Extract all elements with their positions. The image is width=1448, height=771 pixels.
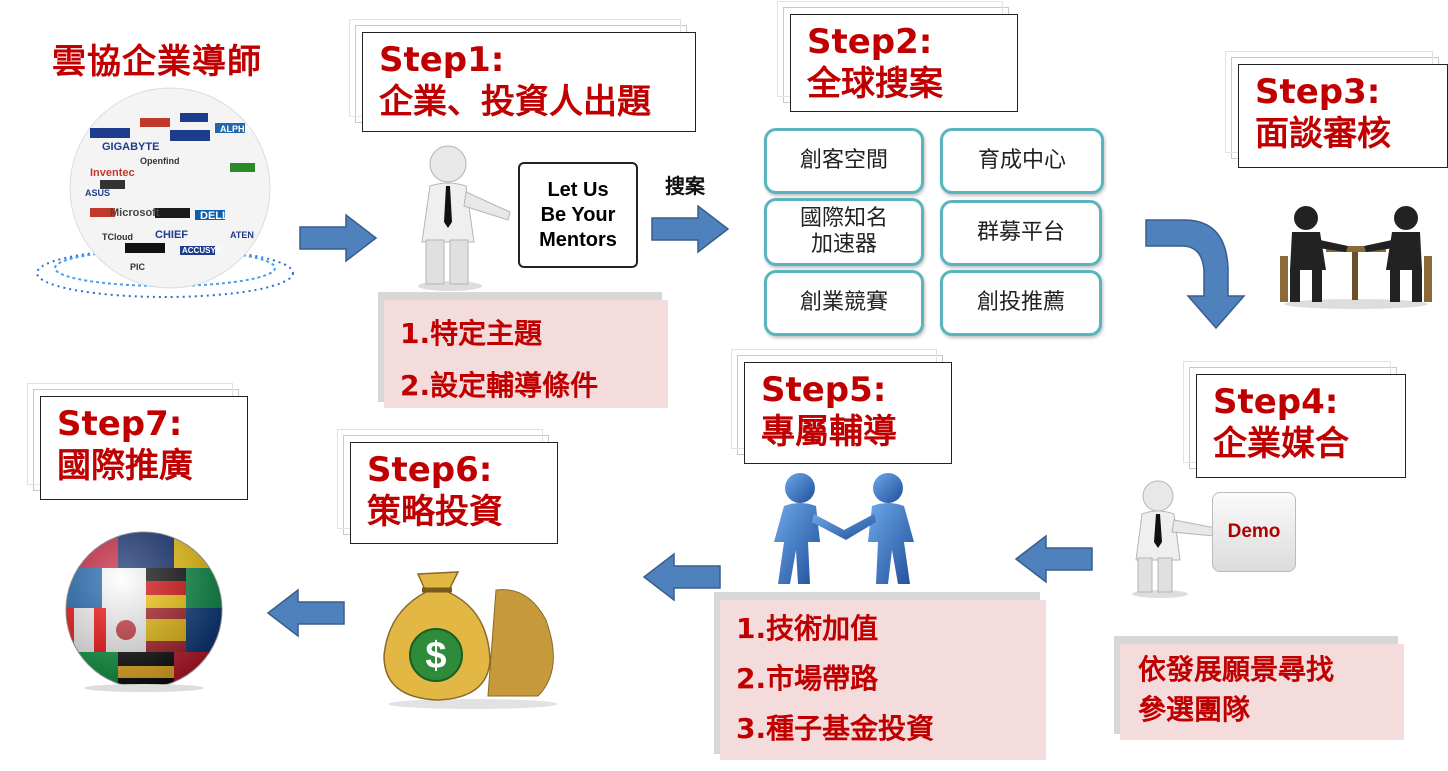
arrow-left-icon: [266, 588, 345, 638]
step4-note-line2: 參選團隊: [1138, 693, 1251, 726]
logo-alpha: ALPHA: [220, 124, 251, 134]
step4-note: 依發展願景尋找 參選團隊: [1120, 644, 1404, 740]
step5-item-2: 2.市場帶路: [736, 662, 879, 695]
source-crowdfunding: 群募平台: [940, 200, 1102, 266]
interview-table-icon: [1280, 206, 1432, 309]
logo-dell: DELL: [200, 210, 229, 222]
step2-box: Step2: 全球搜案: [777, 1, 1018, 112]
partner-logo-globe: GIGABYTE Inventec Microsoft DELL CHIEF A…: [30, 87, 300, 308]
logo-microsoft: Microsoft: [110, 207, 160, 219]
step7-label: Step7:: [57, 404, 183, 444]
step4-label: Step4:: [1213, 382, 1339, 422]
step1-box: Step1: 企業、投資人出題: [349, 19, 696, 132]
step7-title: 國際推廣: [57, 446, 193, 486]
step1-list: 1.特定主題 2.設定輔導條件: [384, 300, 668, 408]
arrow-curved-down-icon: [1145, 219, 1246, 330]
step1-item-1: 1.特定主題: [400, 317, 543, 350]
arrow-right-icon: [651, 204, 730, 254]
step5-item-3: 3.種子基金投資: [736, 712, 935, 745]
logo-asus: ASUS: [85, 188, 110, 198]
step5-title: 專屬輔導: [761, 412, 897, 452]
search-label: 搜案: [665, 174, 705, 198]
step1-title: 企業、投資人出題: [379, 82, 651, 122]
step4-box: Step4: 企業媒合: [1183, 361, 1406, 478]
step4-title: 企業媒合: [1213, 424, 1349, 464]
demo-presenter-icon: [1132, 480, 1217, 598]
logo-tcloud: TCloud: [102, 232, 133, 242]
step6-label: Step6:: [367, 450, 493, 490]
logo-pic: PIC: [130, 262, 146, 272]
step3-label: Step3:: [1255, 72, 1381, 112]
logo-chief: CHIEF: [155, 229, 188, 241]
step5-box: Step5: 專屬輔導: [731, 349, 952, 464]
demo-sign: Demo: [1212, 492, 1296, 572]
source-incubator: 育成中心: [940, 128, 1104, 194]
logo-gigabyte: GIGABYTE: [102, 141, 159, 153]
step4-note-line1: 依發展願景尋找: [1138, 653, 1335, 686]
step3-title: 面談審核: [1255, 114, 1391, 154]
dollar-sign: $: [425, 635, 446, 677]
source-competition: 創業競賽: [764, 270, 924, 336]
step2-label: Step2:: [807, 22, 933, 62]
handshake-figures-icon: [774, 473, 914, 584]
arrow-right-icon: [299, 213, 378, 263]
step3-box: Step3: 面談審核: [1225, 51, 1448, 168]
logo-inventec: Inventec: [90, 167, 135, 179]
step6-title: 策略投資: [367, 492, 503, 532]
mentors-sign-line2: Be Your: [540, 203, 616, 226]
step6-box: Step6: 策略投資: [337, 429, 558, 544]
source-vc-referral: 創投推薦: [940, 270, 1102, 336]
flag-globe-icon: [65, 531, 223, 692]
logo-accusys: ACCUSYS: [182, 246, 222, 255]
step5-list: 1.技術加值 2.市場帶路 3.種子基金投資: [720, 600, 1046, 760]
mentors-sign: Let Us Be Your Mentors: [518, 162, 638, 268]
arrow-left-icon: [1014, 534, 1093, 584]
step7-box: Step7: 國際推廣: [27, 383, 248, 500]
step2-title: 全球搜案: [807, 64, 943, 104]
step5-label: Step5:: [761, 370, 887, 410]
money-bag-icon: $: [383, 571, 558, 709]
logo-openfind: Openfind: [140, 156, 180, 166]
presenter-figure-icon: [418, 145, 511, 291]
mentors-sign-line1: Let Us: [547, 178, 609, 201]
arrow-left-icon: [642, 552, 721, 602]
source-accelerator-label: 國際知名 加速器: [799, 206, 888, 257]
step5-item-1: 1.技術加值: [736, 612, 879, 645]
step1-item-2: 2.設定輔導條件: [400, 369, 599, 402]
source-maker-space: 創客空間: [764, 128, 924, 194]
step1-label: Step1:: [379, 40, 505, 80]
mentors-sign-line3: Mentors: [539, 228, 617, 251]
source-accelerator: 國際知名 加速器: [764, 198, 924, 266]
page-title: 雲協企業導師: [52, 42, 262, 82]
logo-aten: ATEN: [230, 230, 254, 240]
